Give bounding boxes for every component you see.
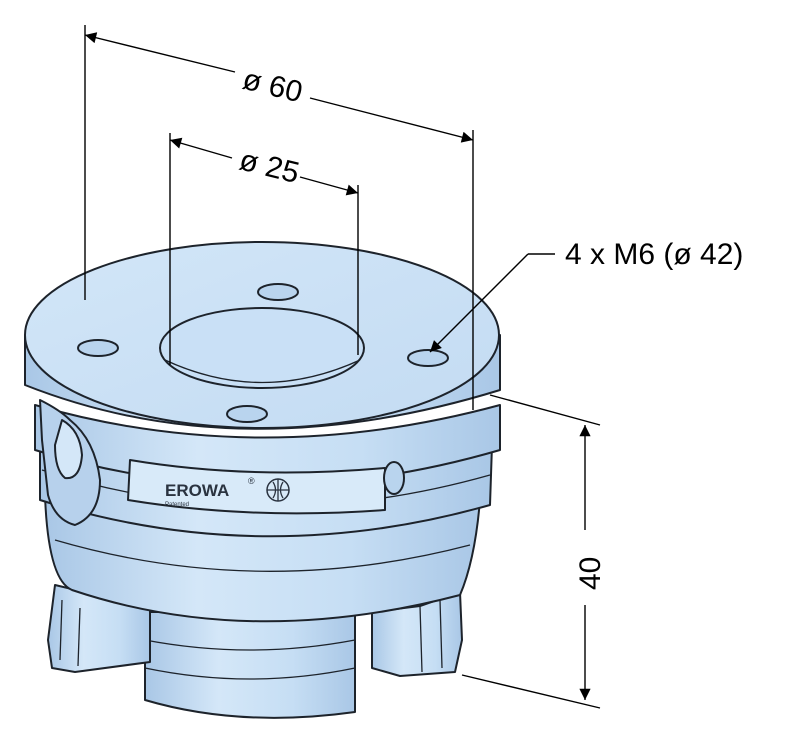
dim-25-line	[169, 137, 233, 159]
dim-height: 40	[574, 557, 607, 590]
m6-hole-left	[77, 339, 119, 357]
m6-hole-right	[407, 349, 449, 367]
dim-outer-diameter: ø 60	[239, 63, 305, 110]
m6-hole-front	[226, 405, 268, 423]
m6-hole-top	[257, 283, 299, 301]
patented-label: Patented	[165, 502, 189, 508]
mounting-holes	[77, 283, 449, 423]
cross-hole	[383, 461, 405, 495]
part-marking: EROWA ® Patented	[165, 476, 290, 508]
brand-logo: EROWA	[165, 481, 229, 500]
marking-face	[127, 459, 386, 515]
chuck-body	[24, 241, 501, 719]
center-spigot	[144, 611, 356, 719]
side-clamp-inner	[54, 419, 83, 480]
dim-holes: 4 x M6 (ø 42)	[565, 238, 743, 271]
registered-mark: ®	[248, 476, 255, 486]
dim-60-line	[84, 32, 236, 73]
center-bore	[159, 307, 365, 389]
dimension-lines: ø 60 ø 25 4 x M6 (ø 42) 40	[84, 25, 743, 709]
brand-symbol-icon	[266, 478, 290, 502]
dim-bore-diameter: ø 25	[236, 144, 302, 191]
